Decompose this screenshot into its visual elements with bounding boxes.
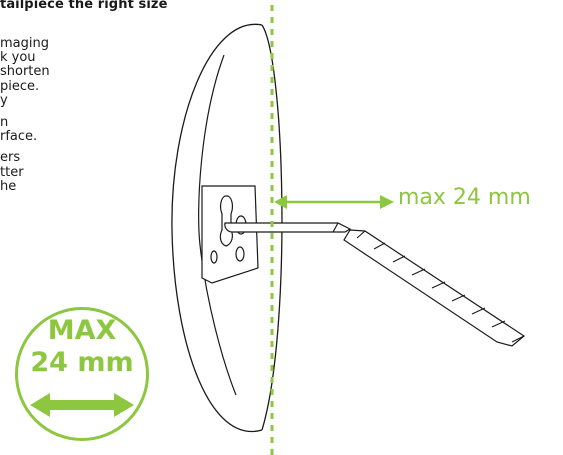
badge-circle <box>15 307 149 441</box>
drum-outline <box>171 23 263 433</box>
double-arrow-icon <box>30 393 134 417</box>
dimension-arrow-icon <box>274 195 394 209</box>
text-line: maging <box>0 36 49 51</box>
max-length-badge: MAX 24 mm <box>15 307 149 441</box>
text-line: rface. <box>0 129 38 145</box>
text-line: y <box>0 92 8 108</box>
badge-line-1: MAX <box>47 315 117 346</box>
text-line: he <box>0 178 17 194</box>
tailpiece-peg <box>224 222 352 233</box>
text-line: piece. <box>0 78 40 94</box>
paragraph-2: n rface. <box>0 115 200 145</box>
tailpiece-ridges <box>356 230 525 343</box>
text-line: shorten <box>0 64 50 80</box>
plate-slot <box>219 195 234 247</box>
text-line: tter <box>0 164 24 180</box>
plate-hole-2 <box>235 246 245 262</box>
instruction-text: maging k you shorten piece. y n rface. e… <box>0 36 200 202</box>
tailpiece-body <box>343 229 526 347</box>
paragraph-3: ers tter he <box>0 151 200 194</box>
peg-edge <box>332 222 339 233</box>
text-line: k you <box>0 50 36 66</box>
dimension-label: max 24 mm <box>398 185 531 210</box>
badge-line-2: 24 mm <box>30 347 134 378</box>
text-line: n <box>0 115 9 131</box>
paragraph-1: maging k you shorten piece. y <box>0 36 200 108</box>
drum-inner-edge <box>198 54 237 396</box>
text-line: ers <box>0 150 21 166</box>
section-heading: tailpiece the right size <box>0 0 168 12</box>
plate-hole-3 <box>210 250 218 264</box>
